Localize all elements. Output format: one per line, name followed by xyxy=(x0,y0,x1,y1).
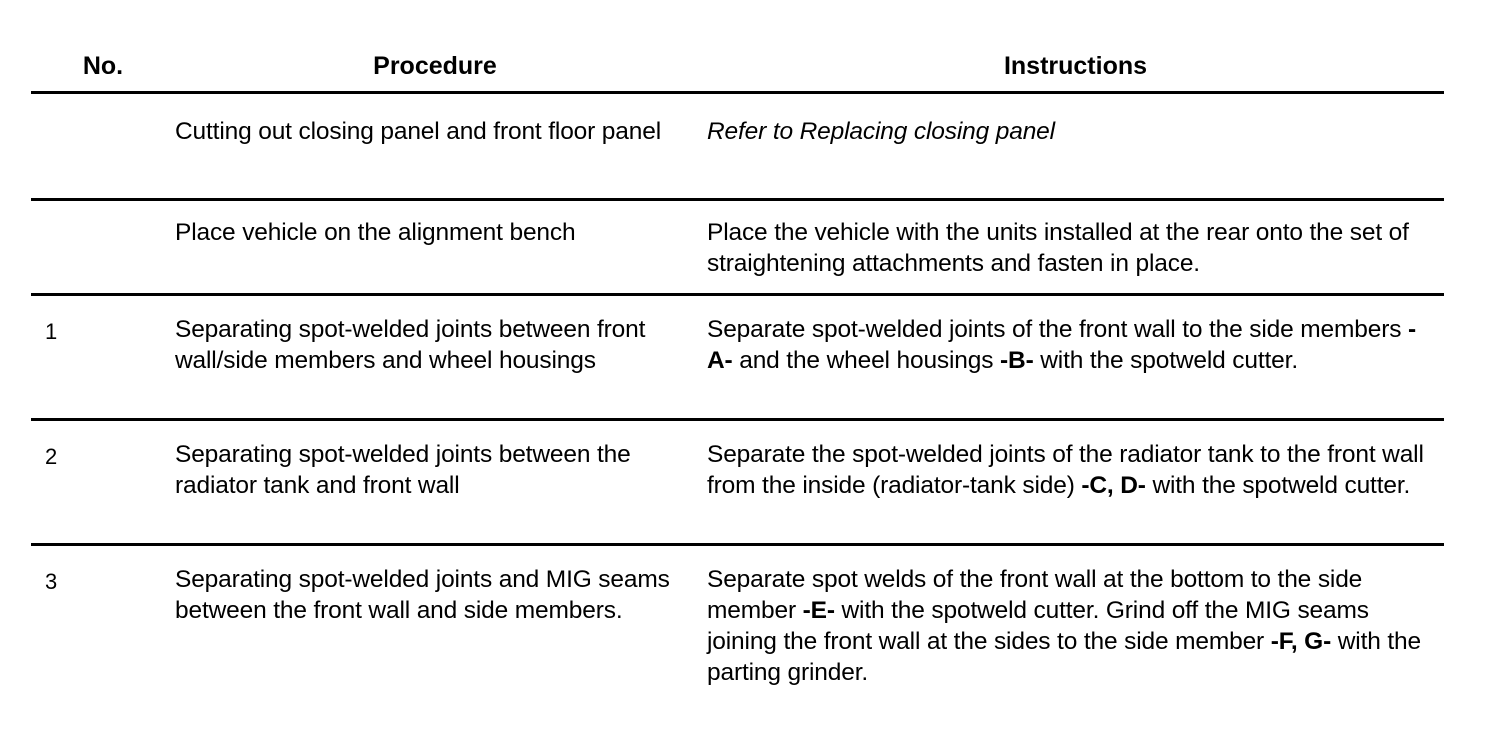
procedure-text: Separating spot-welded joints and MIG se… xyxy=(175,565,670,624)
instructions-text: Separate spot welds of the front wall at… xyxy=(707,565,1421,686)
callout-marker: -A- xyxy=(707,315,1416,374)
table-header: No. Procedure Instructions xyxy=(31,28,1444,94)
procedure-text: Separating spot-welded joints between th… xyxy=(175,440,631,499)
procedure-cell: Cutting out closing panel and front floo… xyxy=(161,92,695,201)
instructions-cell: Separate spot welds of the front wall at… xyxy=(695,544,1444,702)
instructions-cell: Separate spot-welded joints of the front… xyxy=(695,294,1444,421)
procedure-text: Place vehicle on the alignment bench xyxy=(175,218,576,246)
table-row: 2 Separating spot-welded joints between … xyxy=(31,419,1444,546)
row-number-cell: 3 xyxy=(31,544,161,702)
row-number-cell xyxy=(31,199,161,296)
procedure-text: Cutting out closing panel and front floo… xyxy=(175,117,662,145)
column-header-instructions: Instructions xyxy=(695,28,1444,94)
table-row: Cutting out closing panel and front floo… xyxy=(31,92,1444,201)
table-body: Cutting out closing panel and front floo… xyxy=(31,92,1444,702)
row-number-cell: 1 xyxy=(31,294,161,421)
table-header-row: No. Procedure Instructions xyxy=(31,28,1444,94)
row-number: 1 xyxy=(45,318,58,344)
table-row: Place vehicle on the alignment bench Pla… xyxy=(31,199,1444,296)
row-number xyxy=(31,201,161,231)
instructions-text: Separate spot-welded joints of the front… xyxy=(707,315,1416,374)
instructions-text: Separate the spot-welded joints of the r… xyxy=(707,440,1424,499)
callout-marker: -E- xyxy=(802,596,835,624)
column-header-procedure: Procedure xyxy=(161,28,695,94)
instructions-cell: Refer to Replacing closing panel xyxy=(695,92,1444,201)
callout-marker: -C, D- xyxy=(1081,471,1146,499)
row-number-cell: 2 xyxy=(31,419,161,546)
instructions-cell: Place the vehicle with the units install… xyxy=(695,199,1444,296)
instructions-text: Refer to Replacing closing panel xyxy=(707,117,1055,145)
procedure-table: No. Procedure Instructions Cutting out c… xyxy=(31,28,1444,702)
procedure-text: Separating spot-welded joints between fr… xyxy=(175,315,646,374)
procedure-cell: Separating spot-welded joints between th… xyxy=(161,419,695,546)
procedure-cell: Place vehicle on the alignment bench xyxy=(161,199,695,296)
callout-marker: -F, G- xyxy=(1270,627,1332,655)
row-number: 3 xyxy=(45,568,58,594)
row-number xyxy=(31,94,161,130)
instructions-text: Place the vehicle with the units install… xyxy=(707,218,1409,277)
callout-marker: -B- xyxy=(1000,346,1034,374)
column-header-no-label: No. xyxy=(82,52,124,80)
column-header-instructions-label: Instructions xyxy=(1003,52,1148,80)
row-number: 2 xyxy=(45,443,58,469)
procedure-cell: Separating spot-welded joints and MIG se… xyxy=(161,544,695,702)
instructions-cell: Separate the spot-welded joints of the r… xyxy=(695,419,1444,546)
row-number-cell xyxy=(31,92,161,201)
table-row: 3 Separating spot-welded joints and MIG … xyxy=(31,544,1444,702)
column-header-procedure-label: Procedure xyxy=(373,52,497,80)
column-header-no: No. xyxy=(31,28,161,94)
procedure-cell: Separating spot-welded joints between fr… xyxy=(161,294,695,421)
table-row: 1 Separating spot-welded joints between … xyxy=(31,294,1444,421)
